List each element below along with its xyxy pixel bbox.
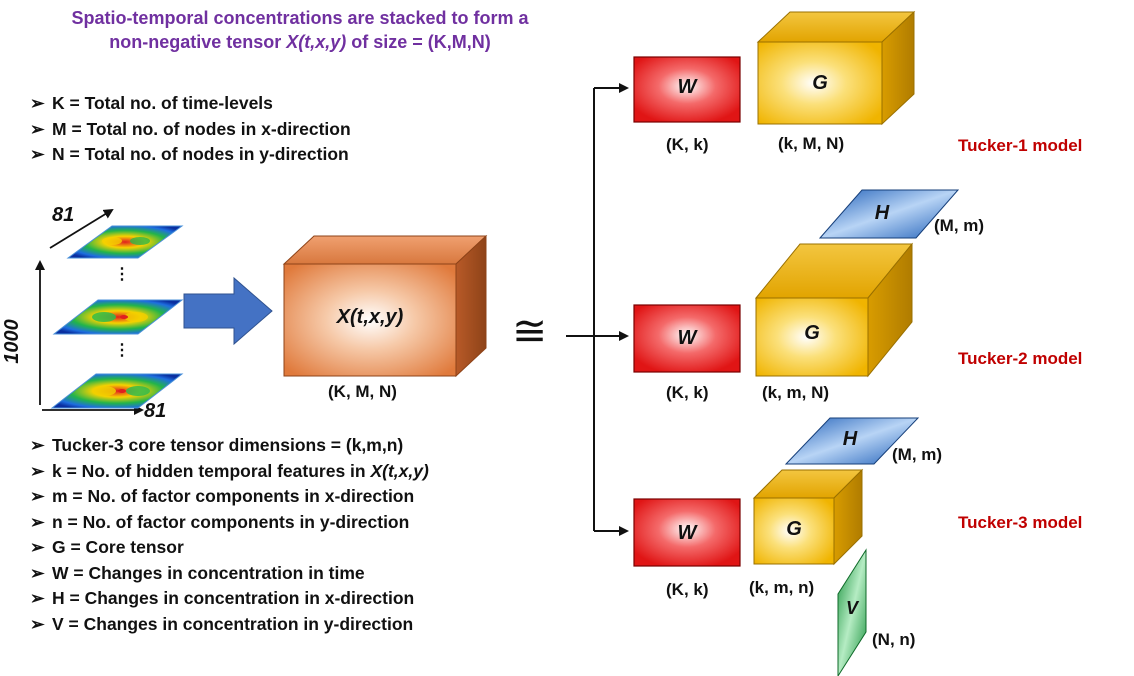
tucker2-w-matrix: [633, 304, 741, 373]
bullet-arrow-icon: ➢: [30, 460, 45, 481]
tucker3-g-dims: (k, m, n): [749, 578, 815, 597]
bullet-arrow-icon: ➢: [30, 144, 45, 164]
tucker1-w-matrix: [633, 56, 741, 123]
title-line-2-suffix: of size = (K,M,N): [346, 32, 491, 52]
tucker3-g-label: G: [786, 518, 802, 540]
tucker1-w-dims: (K, k): [666, 135, 709, 154]
tucker2-g-cube: [754, 242, 914, 378]
list-item: ➢G = Core tensor: [30, 535, 429, 561]
tucker3-w-dims: (K, k): [666, 580, 709, 599]
list-item: ➢Tucker-3 core tensor dimensions = (k,m,…: [30, 433, 429, 459]
list-item: ➢W = Changes in concentration in time: [30, 561, 429, 587]
axis-top-label: 81: [52, 204, 75, 226]
axis-top-line: [49, 208, 114, 249]
title-line-1: Spatio-temporal concentrations are stack…: [71, 8, 529, 28]
tucker2-w-dims: (K, k): [666, 383, 709, 402]
tucker3-g-cube: [752, 468, 864, 566]
tucker3-model-label: Tucker-3 model: [958, 513, 1083, 532]
tucker3-w-matrix: [633, 498, 741, 567]
list-item: ➢H = Changes in concentration in x-direc…: [30, 586, 429, 612]
tucker3-v-dims: (N, n): [872, 630, 916, 649]
tucker2-w-label: W: [677, 327, 697, 349]
tucker1-g-cube: [756, 10, 916, 126]
tucker2-model-label: Tucker-2 model: [958, 349, 1083, 368]
bullet-arrow-icon: ➢: [30, 486, 45, 506]
dimension-definitions-list: ➢K = Total no. of time-levels ➢M = Total…: [30, 91, 351, 168]
tucker3-w-label: W: [677, 522, 697, 544]
bullet-arrow-icon: ➢: [30, 562, 45, 583]
bullet-arrow-icon: ➢: [30, 537, 45, 557]
title-tensor-symbol: X(t,x,y): [286, 32, 347, 52]
bullet-arrow-icon: ➢: [30, 588, 45, 608]
list-item: ➢M = Total no. of nodes in x-direction: [30, 117, 351, 143]
concentration-slice-bottom: [50, 373, 184, 409]
tucker1-w-label: W: [677, 76, 697, 98]
bullet-arrow-icon: ➢: [30, 118, 45, 139]
list-item: ➢N = Total no. of nodes in y-direction: [30, 142, 351, 168]
tucker2-h-matrix: [818, 189, 960, 239]
tucker3-h-label: H: [842, 428, 858, 450]
factor-definitions-list: ➢Tucker-3 core tensor dimensions = (k,m,…: [30, 433, 429, 637]
list-item: ➢k = No. of hidden temporal features in …: [30, 459, 429, 485]
tucker2-g-label: G: [804, 322, 820, 344]
axis-vertical-label: 1000: [0, 319, 23, 364]
tensor-x-dims: (K, M, N): [328, 382, 397, 401]
list-item: ➢n = No. of factor components in y-direc…: [30, 510, 429, 536]
stack-ellipsis-lower: ⋮: [114, 342, 130, 359]
tensor-x-label: X(t,x,y): [336, 306, 404, 328]
tucker3-h-matrix: [784, 417, 920, 465]
tensor-x-cube: [282, 234, 488, 378]
tucker1-g-dims: (k, M, N): [778, 134, 845, 153]
tucker3-v-label: V: [845, 598, 858, 618]
concentration-slice-middle: [52, 299, 184, 335]
list-item: ➢m = No. of factor components in x-direc…: [30, 484, 429, 510]
stack-ellipsis-upper: ⋮: [114, 266, 130, 283]
approximately-equal-symbol: ≅: [512, 306, 548, 355]
diagram-title: Spatio-temporal concentrations are stack…: [0, 6, 600, 54]
tucker1-model-label: Tucker-1 model: [958, 136, 1083, 155]
concentration-slice-top: [66, 225, 184, 259]
bullet-arrow-icon: ➢: [30, 93, 45, 113]
tucker2-h-dims: (M, m): [934, 216, 985, 235]
list-item: ➢K = Total no. of time-levels: [30, 91, 351, 117]
tucker3-v-matrix: [837, 548, 867, 676]
title-line-2: non-negative tensor X(t,x,y) of size = (…: [0, 30, 600, 54]
bullet-arrow-icon: ➢: [30, 613, 45, 634]
title-line-2-prefix: non-negative tensor: [109, 32, 287, 52]
stack-to-tensor-arrow: [183, 276, 273, 346]
bullet-arrow-icon: ➢: [30, 435, 45, 455]
tucker2-h-label: H: [874, 202, 890, 224]
axis-bottom-label: 81: [144, 400, 167, 422]
tucker1-g-label: G: [812, 72, 828, 94]
list-item: ➢V = Changes in concentration in y-direc…: [30, 612, 429, 638]
bullet-arrow-icon: ➢: [30, 511, 45, 532]
tucker3-h-dims: (M, m): [892, 445, 943, 464]
tucker2-g-dims: (k, m, N): [762, 383, 830, 402]
